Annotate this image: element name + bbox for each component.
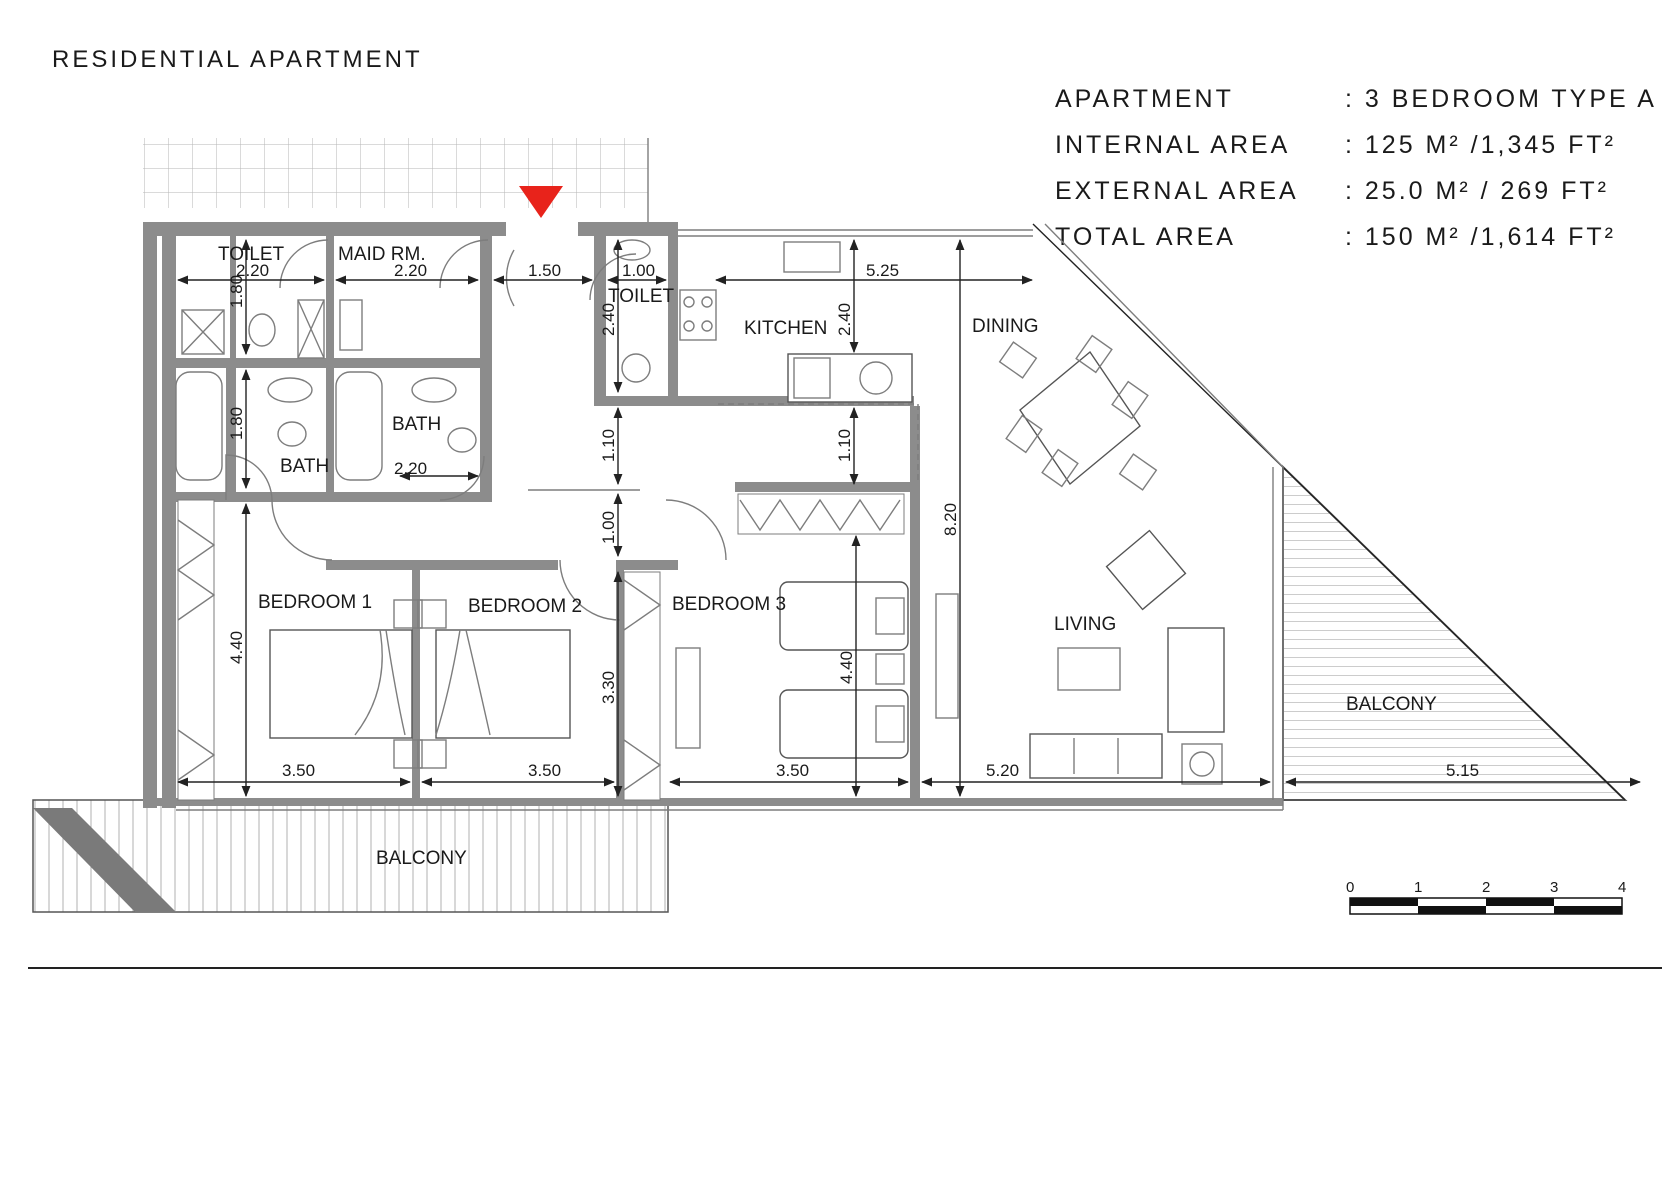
dimension-label: 2.40 xyxy=(599,303,618,336)
dimension-label: 5.15 xyxy=(1446,761,1479,780)
room-label-kitchen: KITCHEN xyxy=(744,318,827,339)
room-label-balcony-side: BALCONY xyxy=(1346,694,1437,715)
room-label-bath-2: BATH xyxy=(392,414,441,435)
sanitary-fixtures xyxy=(175,239,651,481)
dimension-label: 5.25 xyxy=(866,261,899,280)
dimension-label: 1.10 xyxy=(599,429,618,462)
dimension-label: 1.50 xyxy=(528,261,561,280)
room-label-dining: DINING xyxy=(972,316,1039,337)
dimension-label: 4.40 xyxy=(227,631,246,664)
scale-tick-label: 1 xyxy=(1414,879,1422,896)
dimension-label: 4.40 xyxy=(837,651,856,684)
spec-value: : 150 M² /1,614 FT² xyxy=(1345,222,1616,251)
room-label-toilet-2: TOILET xyxy=(608,286,675,307)
dimension-label: 3.30 xyxy=(599,671,618,704)
corridor-tiles xyxy=(143,138,648,208)
dimension-label: 3.50 xyxy=(528,761,561,780)
dimension-label: 2.20 xyxy=(394,459,427,478)
living-furniture xyxy=(675,529,1225,785)
dimension-label: 2.20 xyxy=(394,261,427,280)
dimension-label: 1.10 xyxy=(835,429,854,462)
dimension-label: 1.00 xyxy=(622,261,655,280)
spec-row: EXTERNAL AREA : 25.0 M² / 269 FT² xyxy=(1055,168,1657,214)
spec-value: : 25.0 M² / 269 FT² xyxy=(1345,176,1610,205)
spec-label: EXTERNAL AREA xyxy=(1055,176,1299,205)
spec-row: INTERNAL AREA : 125 M² /1,345 FT² xyxy=(1055,122,1657,168)
spec-row: APARTMENT : 3 BEDROOM TYPE A xyxy=(1055,76,1657,122)
spec-table: APARTMENT : 3 BEDROOM TYPE A INTERNAL AR… xyxy=(1055,76,1657,260)
kitchen-units xyxy=(679,241,919,480)
room-label-living: LIVING xyxy=(1054,614,1116,635)
room-label-balcony-front: BALCONY xyxy=(376,848,467,869)
dimension-label: 2.20 xyxy=(236,261,269,280)
scale-tick-label: 3 xyxy=(1550,879,1558,896)
room-label-bedroom-1: BEDROOM 1 xyxy=(258,592,372,613)
entry-marker-icon xyxy=(519,186,563,218)
spec-value: : 125 M² /1,345 FT² xyxy=(1345,130,1616,159)
room-label-bedroom-3: BEDROOM 3 xyxy=(672,594,786,615)
dimension-label: 3.50 xyxy=(776,761,809,780)
dimension-label: 5.20 xyxy=(986,761,1019,780)
dimension-label: 1.80 xyxy=(227,275,246,308)
room-label-toilet: TOILET xyxy=(218,244,285,265)
dimension-label: 1.80 xyxy=(227,407,246,440)
walls xyxy=(143,222,1283,808)
dimension-lines xyxy=(176,238,1642,798)
dimension-label: 8.20 xyxy=(941,503,960,536)
dimension-label: 2.40 xyxy=(835,303,854,336)
spec-label: APARTMENT xyxy=(1055,84,1234,113)
scale-tick-label: 0 xyxy=(1346,879,1354,896)
dining-table xyxy=(998,334,1158,491)
spec-label: TOTAL AREA xyxy=(1055,222,1236,251)
spec-value: : 3 BEDROOM TYPE A xyxy=(1345,84,1657,113)
room-label-bath-1: BATH xyxy=(280,456,329,477)
wardrobes xyxy=(176,493,905,801)
scale-tick-label: 2 xyxy=(1482,879,1490,896)
spec-label: INTERNAL AREA xyxy=(1055,130,1291,159)
page-title: RESIDENTIAL APARTMENT xyxy=(52,46,423,73)
dimension-label: 3.50 xyxy=(282,761,315,780)
scale-bar: 0 1 2 3 4 xyxy=(1346,879,1626,915)
dimension-label: 1.00 xyxy=(599,511,618,544)
room-label-maid-room: MAID RM. xyxy=(338,244,426,265)
scale-tick-label: 4 xyxy=(1618,879,1626,896)
room-label-bedroom-2: BEDROOM 2 xyxy=(468,596,582,617)
beds xyxy=(269,581,909,769)
spec-row: TOTAL AREA : 150 M² /1,614 FT² xyxy=(1055,214,1657,260)
